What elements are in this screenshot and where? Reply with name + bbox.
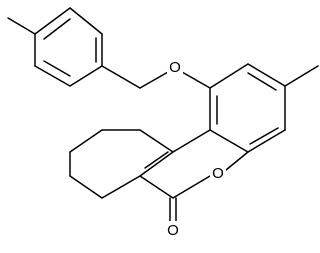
bond — [69, 7, 103, 35]
ether-oxygen-label: O — [169, 59, 181, 76]
bond — [209, 129, 249, 153]
bond — [69, 175, 103, 199]
bond — [247, 63, 286, 87]
bond — [69, 129, 103, 153]
bond — [139, 175, 174, 199]
ring-oxygen-label: O — [212, 165, 224, 182]
double-bond — [144, 151, 169, 169]
atom-label-background — [210, 164, 226, 182]
bond — [247, 129, 286, 153]
double-bond — [43, 18, 71, 40]
bond — [69, 65, 103, 87]
bond — [34, 65, 71, 87]
atom-label-background — [165, 221, 181, 239]
bond — [139, 71, 169, 89]
bond — [101, 175, 141, 199]
bond — [225, 151, 249, 171]
double-bond — [43, 60, 71, 77]
bond — [172, 129, 211, 153]
bond — [139, 151, 174, 177]
bond — [139, 129, 174, 153]
bond — [101, 65, 141, 89]
atom-labels: O O O — [165, 58, 226, 239]
carbonyl-oxygen-label: O — [167, 222, 179, 239]
atom-label-background — [167, 58, 183, 76]
bond — [34, 7, 71, 35]
bond-layer — [7, 7, 319, 223]
double-bond — [249, 127, 279, 145]
bond — [209, 63, 249, 89]
bond — [181, 71, 211, 89]
bond — [172, 175, 211, 199]
bond — [284, 65, 319, 87]
double-bond — [247, 72, 277, 91]
bond — [7, 17, 36, 35]
